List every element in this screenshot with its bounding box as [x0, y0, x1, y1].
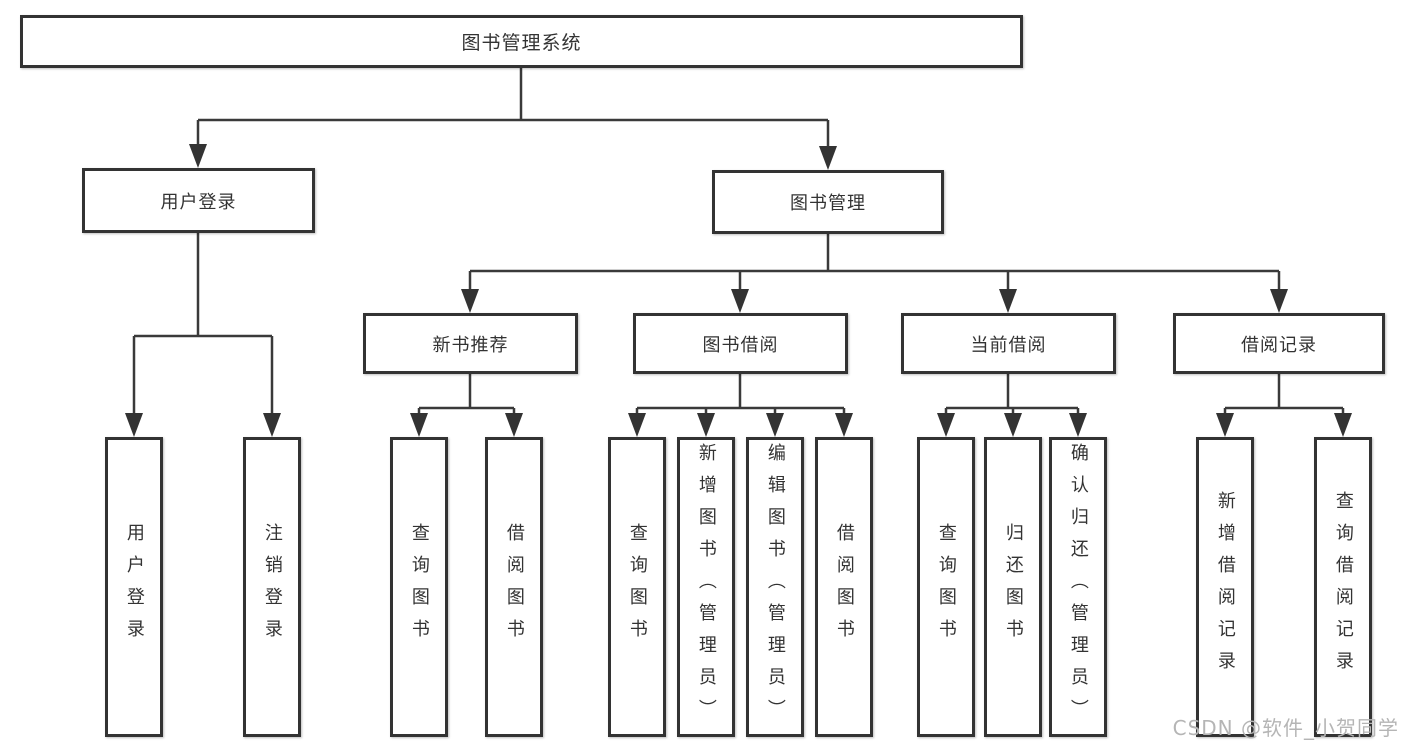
- leaf-query-books-current: 查询图书: [917, 437, 975, 737]
- leaf-borrow-books-recommend: 借阅图书: [485, 437, 543, 737]
- arrow-down-icon: [505, 413, 523, 437]
- arrow-down-icon: [410, 413, 428, 437]
- leaf-label: 用户登录: [123, 523, 145, 651]
- arrow-down-icon: [1069, 413, 1087, 437]
- leaf-label: 借阅图书: [503, 523, 525, 651]
- arrow-down-icon: [189, 144, 207, 168]
- leaf-add-borrow-record: 新增借阅记录: [1196, 437, 1254, 737]
- leaf-label: 查询借阅记录: [1332, 491, 1354, 683]
- node-new-book-recommend: 新书推荐: [363, 313, 578, 374]
- arrow-down-icon: [937, 413, 955, 437]
- leaf-return-books: 归还图书: [984, 437, 1042, 737]
- leaf-label: 编辑图书（管理员）: [764, 443, 786, 731]
- arrow-down-icon: [1216, 413, 1234, 437]
- arrow-down-icon: [999, 289, 1017, 313]
- arrow-down-icon: [1004, 413, 1022, 437]
- leaf-label: 确认归还（管理员）: [1067, 443, 1089, 731]
- arrow-down-icon: [1270, 289, 1288, 313]
- leaf-logout: 注销登录: [243, 437, 301, 737]
- leaf-user-login: 用户登录: [105, 437, 163, 737]
- node-root-system: 图书管理系统: [20, 15, 1023, 68]
- node-user-login: 用户登录: [82, 168, 315, 233]
- leaf-borrow-books: 借阅图书: [815, 437, 873, 737]
- leaf-query-books-recommend: 查询图书: [390, 437, 448, 737]
- leaf-label: 查询图书: [626, 523, 648, 651]
- arrow-down-icon: [125, 413, 143, 437]
- arrow-down-icon: [731, 289, 749, 313]
- node-book-borrow: 图书借阅: [633, 313, 848, 374]
- leaf-confirm-return-admin: 确认归还（管理员）: [1049, 437, 1107, 737]
- leaf-label: 新增借阅记录: [1214, 491, 1236, 683]
- leaf-label: 查询图书: [408, 523, 430, 651]
- arrow-down-icons: [125, 144, 1352, 437]
- leaf-label: 借阅图书: [833, 523, 855, 651]
- leaf-query-borrow-record: 查询借阅记录: [1314, 437, 1372, 737]
- arrow-down-icon: [628, 413, 646, 437]
- leaf-add-book-admin: 新增图书（管理员）: [677, 437, 735, 737]
- node-book-management: 图书管理: [712, 170, 944, 234]
- leaf-label: 查询图书: [935, 523, 957, 651]
- node-borrow-records: 借阅记录: [1173, 313, 1385, 374]
- arrow-down-icon: [819, 146, 837, 170]
- leaf-label: 归还图书: [1002, 523, 1024, 651]
- arrow-down-icon: [766, 413, 784, 437]
- node-current-borrow: 当前借阅: [901, 313, 1116, 374]
- arrow-down-icon: [263, 413, 281, 437]
- leaf-query-books-borrow: 查询图书: [608, 437, 666, 737]
- leaf-label: 新增图书（管理员）: [695, 443, 717, 731]
- arrow-down-icon: [697, 413, 715, 437]
- connector-lines: [132, 68, 1345, 415]
- csdn-watermark: CSDN @软件_小贺同学: [1172, 716, 1399, 740]
- leaf-edit-book-admin: 编辑图书（管理员）: [746, 437, 804, 737]
- leaf-label: 注销登录: [261, 523, 283, 651]
- arrow-down-icon: [461, 289, 479, 313]
- arrow-down-icon: [1334, 413, 1352, 437]
- arrow-down-icon: [835, 413, 853, 437]
